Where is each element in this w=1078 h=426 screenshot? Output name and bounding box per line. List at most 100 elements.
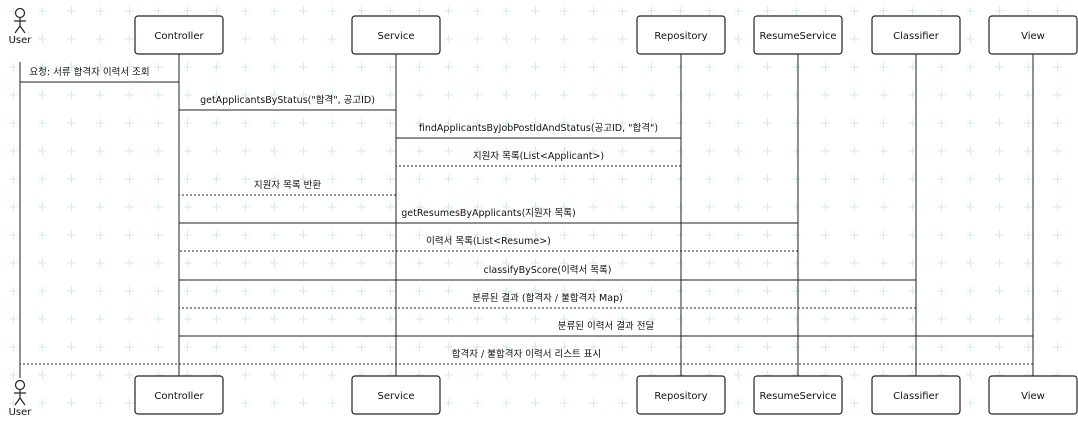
grid-plus-mark: + (240, 312, 251, 327)
message-6: getResumesByApplicants(지원자 목록) (179, 208, 798, 224)
participant-box (636, 15, 726, 55)
actor-leg (14, 25, 21, 34)
grid-plus-mark: + (124, 116, 135, 131)
message-label: 지원자 목록 반환 (254, 179, 321, 191)
grid-plus-mark: + (95, 284, 106, 299)
grid-plus-mark: + (182, 200, 193, 215)
grid-plus-mark: + (472, 172, 483, 187)
message-11: 합격자 / 불합격자 이력서 리스트 표시 (20, 348, 1033, 365)
grid-plus-mark: + (530, 284, 541, 299)
grid-plus-mark: + (385, 312, 396, 327)
grid-plus-mark: + (414, 312, 425, 327)
grid-plus-mark: + (588, 396, 599, 411)
grid-plus-mark: + (936, 200, 947, 215)
grid-plus-mark: + (1052, 4, 1063, 19)
grid-plus-mark: + (704, 144, 715, 159)
participant-box (351, 15, 441, 55)
message-label: classifyByScore(이력서 목록) (484, 264, 612, 276)
grid-plus-mark: + (762, 144, 773, 159)
grid-plus-mark: + (907, 60, 918, 75)
grid-plus-mark: + (327, 172, 338, 187)
grid-plus-mark: + (849, 60, 860, 75)
grid-plus-mark: + (269, 116, 280, 131)
grid-plus-mark: + (240, 172, 251, 187)
grid-plus-mark: + (1023, 284, 1034, 299)
grid-plus-mark: + (298, 116, 309, 131)
grid-plus-mark: + (617, 368, 628, 383)
grid-plus-mark: + (646, 340, 657, 355)
grid-plus-mark: + (530, 200, 541, 215)
grid-plus-mark: + (501, 60, 512, 75)
grid-plus-mark: + (356, 284, 367, 299)
grid-plus-mark: + (443, 88, 454, 103)
grid-plus-mark: + (240, 368, 251, 383)
grid-plus-mark: + (907, 144, 918, 159)
grid-plus-mark: + (762, 4, 773, 19)
grid-plus-mark: + (704, 116, 715, 131)
grid-plus-mark: + (820, 172, 831, 187)
grid-plus-mark: + (501, 228, 512, 243)
grid-plus-mark: + (153, 200, 164, 215)
grid-plus-mark: + (1052, 228, 1063, 243)
grid-plus-mark: + (298, 60, 309, 75)
grid-plus-mark: + (211, 116, 222, 131)
message-7: 이력서 목록(List<Resume>) (179, 235, 798, 252)
grid-plus-mark: + (704, 312, 715, 327)
grid-plus-mark: + (820, 284, 831, 299)
grid-plus-mark: + (501, 368, 512, 383)
grid-plus-mark: + (124, 200, 135, 215)
actor-leg (19, 25, 26, 34)
grid-plus-mark: + (704, 228, 715, 243)
grid-plus-mark: + (66, 368, 77, 383)
grid-plus-mark: + (443, 284, 454, 299)
grid-plus-mark: + (617, 312, 628, 327)
grid-plus-mark: + (704, 256, 715, 271)
grid-plus-mark: + (733, 88, 744, 103)
grid-plus-mark: + (936, 60, 947, 75)
grid-plus-mark: + (269, 88, 280, 103)
grid-plus-mark: + (1023, 340, 1034, 355)
grid-plus-mark: + (472, 200, 483, 215)
grid-plus-mark: + (733, 60, 744, 75)
actor-label: User (9, 35, 33, 46)
grid-plus-mark: + (182, 340, 193, 355)
grid-plus-mark: + (878, 4, 889, 19)
grid-plus-mark: + (327, 60, 338, 75)
grid-plus-mark: + (791, 60, 802, 75)
participant-view-top: View (988, 15, 1078, 55)
grid-plus-mark: + (37, 368, 48, 383)
grid-plus-mark: + (211, 256, 222, 271)
grid-plus-mark: + (124, 396, 135, 411)
grid-plus-mark: + (153, 228, 164, 243)
grid-plus-mark: + (878, 116, 889, 131)
actor-label: User (9, 407, 33, 418)
grid-plus-mark: + (211, 4, 222, 19)
grid-plus-mark: + (8, 60, 19, 75)
grid-plus-mark: + (965, 284, 976, 299)
grid-plus-mark: + (211, 312, 222, 327)
participant-view-bottom: View (988, 375, 1078, 415)
grid-plus-mark: + (8, 200, 19, 215)
grid-plus-mark: + (675, 60, 686, 75)
grid-plus-mark: + (182, 228, 193, 243)
grid-plus-mark: + (762, 256, 773, 271)
participant-box (871, 375, 961, 415)
grid-plus-mark: + (588, 200, 599, 215)
grid-plus-mark: + (327, 228, 338, 243)
grid-plus-mark: + (8, 340, 19, 355)
grid-plus-mark: + (356, 60, 367, 75)
grid-plus-mark: + (124, 256, 135, 271)
grid-plus-mark: + (182, 144, 193, 159)
grid-plus-mark: + (820, 340, 831, 355)
grid-plus-mark: + (733, 172, 744, 187)
grid-plus-mark: + (675, 228, 686, 243)
grid-plus-mark: + (66, 340, 77, 355)
grid-plus-mark: + (1023, 116, 1034, 131)
grid-plus-mark: + (153, 88, 164, 103)
grid-plus-mark: + (530, 340, 541, 355)
grid-plus-mark: + (878, 88, 889, 103)
grid-plus-mark: + (559, 116, 570, 131)
grid-plus-mark: + (443, 256, 454, 271)
grid-plus-mark: + (501, 396, 512, 411)
grid-plus-mark: + (327, 4, 338, 19)
